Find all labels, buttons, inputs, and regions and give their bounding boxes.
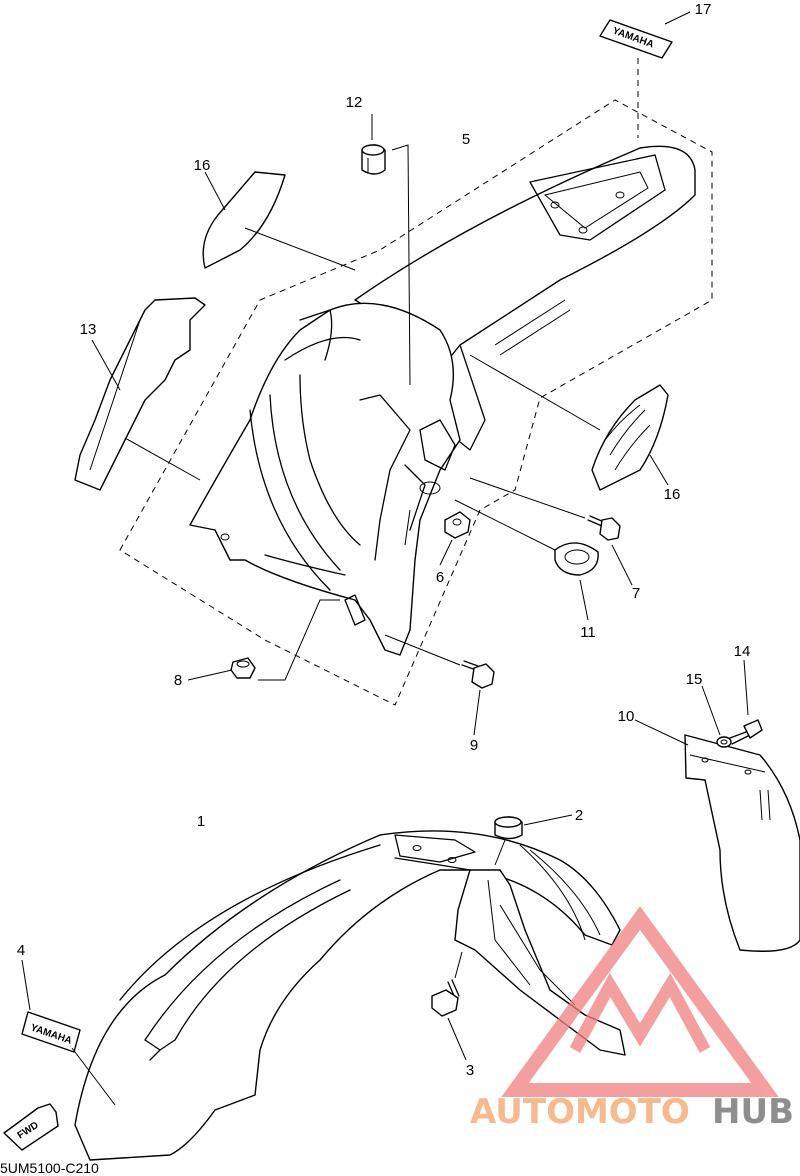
guide-12 <box>391 144 411 386</box>
guide-7 <box>469 477 586 519</box>
leader-11 <box>579 579 589 621</box>
callout-17: 17 <box>695 1 712 18</box>
bolt-3 <box>431 979 460 1017</box>
top-decal-17: YAMAHA <box>599 19 673 59</box>
callout-15: 15 <box>686 671 703 688</box>
callout-9: 9 <box>470 737 478 754</box>
screw-14 <box>729 719 763 745</box>
leader-16a <box>204 171 226 211</box>
nut-6 <box>444 511 471 539</box>
callout-14: 14 <box>734 643 751 660</box>
callout-12: 12 <box>346 94 363 111</box>
guide-8 <box>258 599 340 681</box>
washer-15 <box>716 736 732 748</box>
guide-3 <box>454 951 463 979</box>
callout-4: 4 <box>17 942 25 959</box>
mud-flap-10 <box>684 734 800 952</box>
callout-8: 8 <box>174 672 182 689</box>
leader-14 <box>743 659 749 716</box>
callout-11: 11 <box>580 624 596 641</box>
diagram-code: 5UM5100-C210 <box>0 1160 99 1176</box>
front-decal-4: YAMAHA <box>21 1011 81 1053</box>
guide-16a <box>244 227 356 271</box>
side-decal-right <box>591 384 669 491</box>
leader-8 <box>187 669 233 681</box>
leader-16b <box>649 454 669 486</box>
fwd-arrow-icon: FWD <box>3 1103 59 1151</box>
callout-5: 5 <box>462 131 470 148</box>
leader-17 <box>664 11 691 25</box>
leader-15 <box>701 685 721 736</box>
callout-3: 3 <box>466 1062 474 1079</box>
guide-4 <box>71 1047 116 1106</box>
guide-16b <box>469 354 601 431</box>
leader-9 <box>473 689 481 736</box>
side-decal-left <box>202 171 286 269</box>
callout-16-upper: 16 <box>194 157 211 174</box>
collar-8 <box>230 657 256 679</box>
callout-1: 1 <box>197 813 205 830</box>
guide-13 <box>124 437 201 481</box>
bolt-7 <box>587 515 621 541</box>
grommet-11 <box>554 542 599 576</box>
callout-13: 13 <box>80 321 97 338</box>
callout-6: 6 <box>436 569 444 586</box>
grommet-2 <box>494 816 523 840</box>
guide-11 <box>454 499 556 551</box>
side-strip-13 <box>74 297 206 491</box>
callout-16-lower: 16 <box>664 486 681 503</box>
front-fender <box>74 830 621 1161</box>
leader-10 <box>634 719 689 746</box>
callout-10: 10 <box>618 708 635 725</box>
callout-2: 2 <box>575 807 583 824</box>
front-fender-guard <box>454 869 626 1056</box>
leader-2 <box>523 814 573 826</box>
watermark-text-automoto: AUTOMOTO <box>470 1092 690 1132</box>
leader-7 <box>611 544 633 586</box>
watermark-logo-icon <box>501 906 779 1097</box>
leader-6 <box>439 539 453 566</box>
leader-3 <box>447 1017 467 1061</box>
bolt-9 <box>461 660 495 689</box>
callout-7: 7 <box>632 585 640 602</box>
assembly-boundary <box>119 99 713 706</box>
guide-2 <box>494 839 506 866</box>
rear-inner-fender <box>189 302 461 656</box>
leader-4 <box>21 959 31 1011</box>
leader-13 <box>91 339 121 391</box>
watermark-text-hub: HUB <box>712 1092 794 1132</box>
guide-9 <box>384 634 461 666</box>
grommet-12 <box>361 144 386 175</box>
